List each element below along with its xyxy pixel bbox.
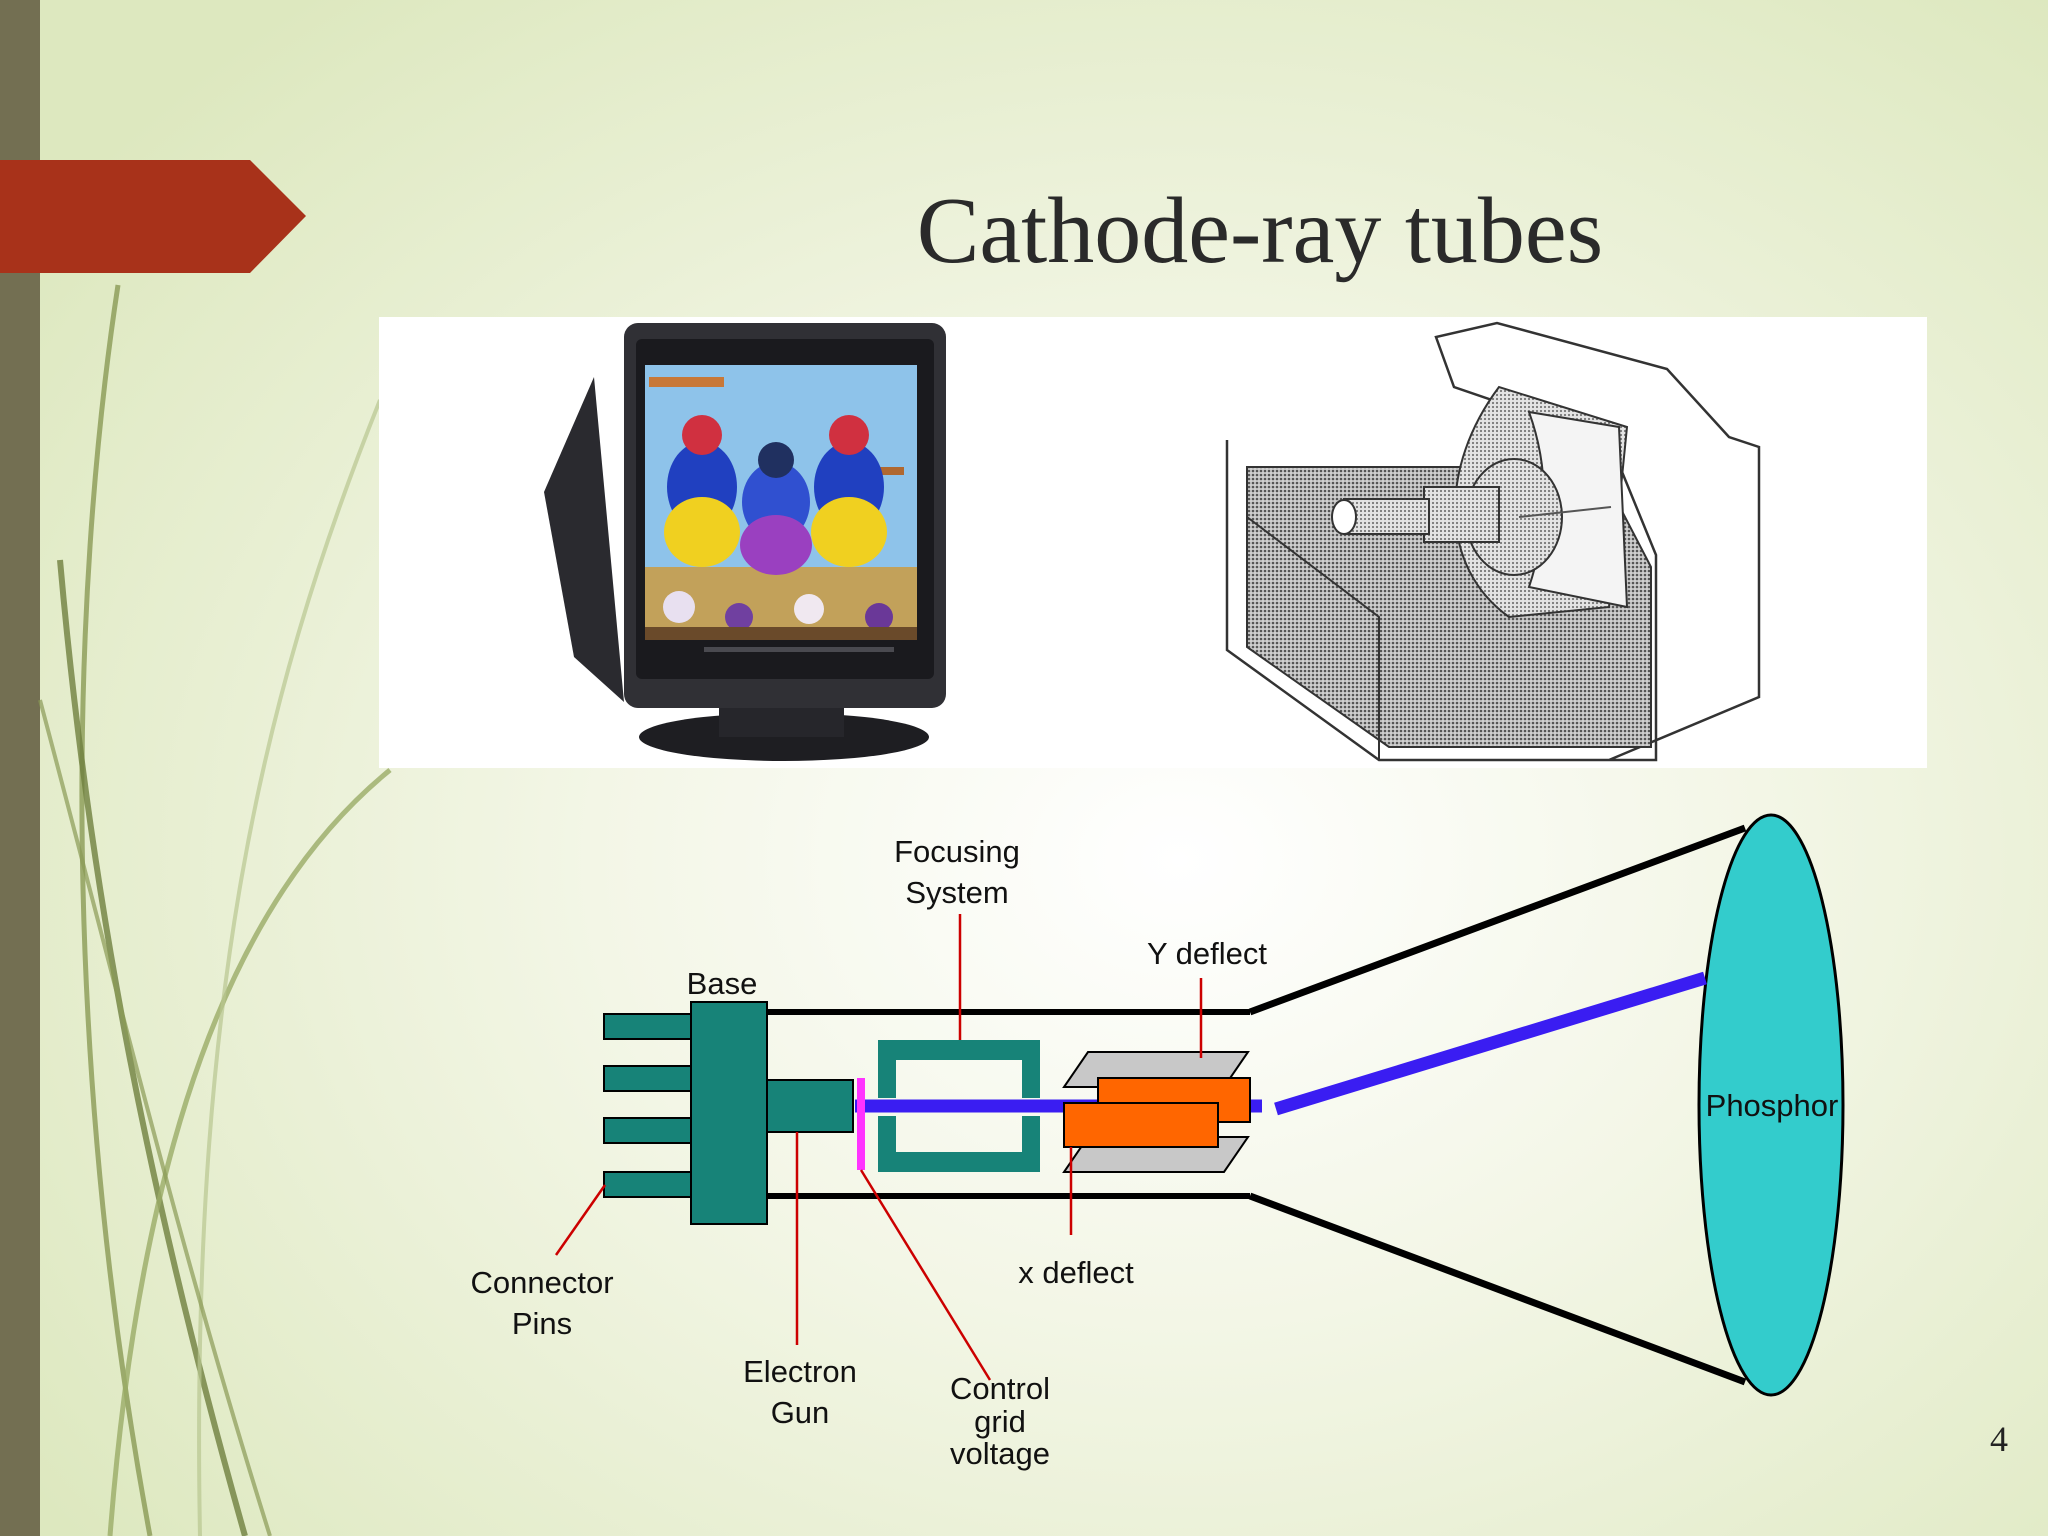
label-system: System [905,875,1008,910]
x-deflect-plate-front [1063,1102,1219,1148]
page-number: 4 [1990,1419,2008,1459]
crt-monitor-photo [544,323,946,761]
crt-cutaway-drawing [1225,321,1761,762]
label-connector: Connector [470,1265,613,1300]
label-base: Base [687,966,758,1001]
electron-beam-deflected [1274,971,1707,1116]
label-electron: Electron [743,1354,857,1389]
connector-pin [603,1171,697,1198]
photo-panel [379,317,1927,768]
focusing-system-lower [878,1116,1040,1172]
tube-base [690,1001,768,1225]
title-arrow-shape [0,160,306,273]
connector-pin [603,1065,697,1092]
control-grid [857,1078,865,1170]
tube-flare-top [1248,824,1747,1016]
label-focusing: Focusing [894,834,1020,869]
electron-gun [766,1079,854,1133]
tube-flare-bottom [1248,1192,1747,1386]
label-x-deflect: x deflect [1018,1255,1134,1290]
label-voltage: voltage [950,1436,1050,1471]
slide-title: Cathode-ray tubes [916,179,1604,283]
focusing-system [878,1040,1040,1098]
label-pins: Pins [512,1306,572,1341]
connector-pin [603,1013,697,1040]
connector-pin [603,1117,697,1144]
decorative-curves [38,284,392,1536]
label-gun: Gun [771,1395,830,1430]
label-control: Control [950,1371,1050,1406]
label-grid: grid [974,1404,1026,1439]
label-y-deflect: Y deflect [1147,936,1267,971]
leader-connector-pins [554,1184,607,1256]
leader-control-grid [859,1169,992,1381]
phosphor-screen [1697,813,1845,1397]
label-phosphor: Phosphor [1706,1088,1839,1123]
